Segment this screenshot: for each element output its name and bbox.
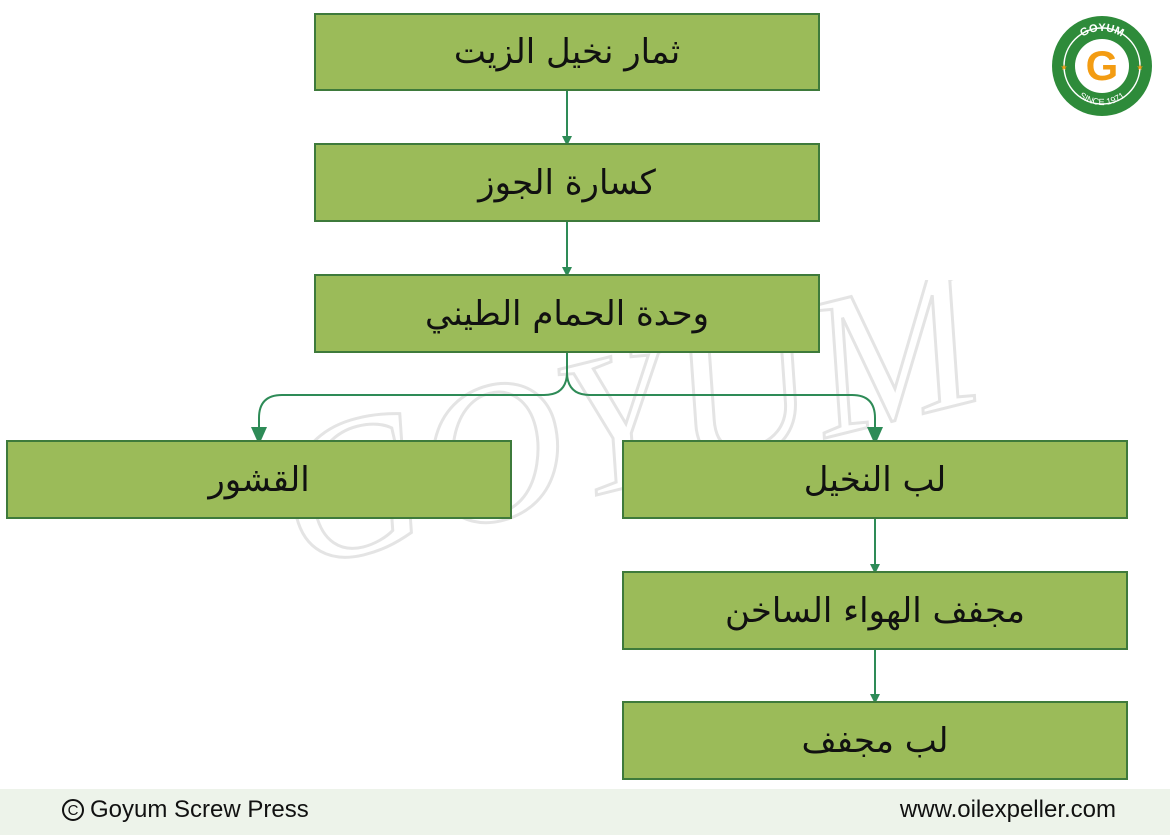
node-palm-kernel: لب النخيل (622, 440, 1128, 519)
svg-text:GOYUM: GOYUM (1078, 22, 1126, 39)
footer: C Goyum Screw Press www.oilexpeller.com (0, 789, 1170, 835)
footer-brand-text: Goyum Screw Press (90, 796, 309, 823)
logo-star-left: ★ (1060, 63, 1067, 72)
node-label: القشور (208, 459, 310, 500)
footer-website-link[interactable]: www.oilexpeller.com (899, 796, 1116, 823)
logo-top-text: GOYUM (1049, 13, 1070, 16)
copyright-icon: C (62, 799, 84, 821)
logo-bottom-text: SINCE 1971 (1078, 90, 1127, 107)
logo-letter: G (1086, 42, 1119, 89)
node-dried-kernel: لب مجفف (622, 701, 1128, 780)
goyum-logo: GOYUM GOYUM SINCE 1971 G ★ ★ (1049, 13, 1154, 118)
footer-brand: C Goyum Screw Press (62, 796, 309, 824)
node-label: لب النخيل (803, 459, 947, 500)
node-label: كسارة الجوز (478, 162, 656, 203)
node-label: لب مجفف (801, 720, 949, 761)
logo-star-right: ★ (1136, 63, 1143, 72)
node-label: وحدة الحمام الطيني (424, 293, 710, 334)
svg-text:SINCE 1971: SINCE 1971 (1078, 90, 1127, 107)
node-hot-air-dryer: مجفف الهواء الساخن (622, 571, 1128, 650)
node-oil-palm-fruits: ثمار نخيل الزيت (314, 13, 820, 91)
node-clay-bath-unit: وحدة الحمام الطيني (314, 274, 820, 353)
node-shells: القشور (6, 440, 512, 519)
node-nut-cracker: كسارة الجوز (314, 143, 820, 222)
connector-bath-shells (251, 353, 568, 445)
node-label: مجفف الهواء الساخن (724, 590, 1026, 631)
node-label: ثمار نخيل الزيت (453, 32, 681, 72)
connector-bath-kernel (566, 371, 883, 445)
